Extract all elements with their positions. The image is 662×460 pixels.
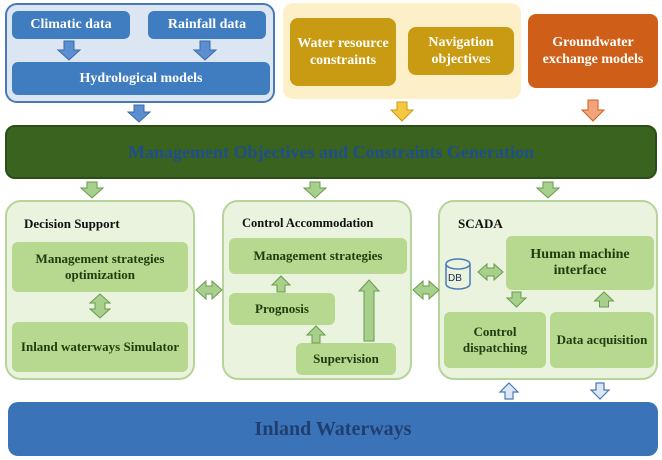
arrow-management-to-control (302, 181, 328, 199)
arrow-hydro-to-management (126, 104, 152, 123)
water-resource-constraints-box: Water resource constraints (290, 18, 396, 86)
control-accommodation-title: Control Accommodation (242, 216, 374, 230)
arrow-climatic-to-hydro (56, 40, 82, 61)
supervision-box: Supervision (296, 343, 396, 375)
arrow-management-to-scada (535, 181, 561, 199)
arrow-hmi-to-control (505, 291, 528, 308)
groundwater-exchange-models-box: Groundwater exchange models (528, 14, 658, 88)
prognosis-box: Prognosis (229, 293, 335, 325)
arrow-db-hmi (477, 262, 504, 282)
management-strategies-box: Management strategies (229, 238, 407, 274)
arrow-management-to-decision (79, 181, 105, 199)
db-label: DB (448, 273, 462, 284)
rainfall-data-box: Rainfall data (148, 11, 266, 39)
arrow-scada-to-waterways (589, 382, 611, 400)
decision-support-title: Decision Support (24, 216, 120, 231)
arrow-supervision-to-strategies (357, 279, 381, 342)
arrow-waterways-to-scada (498, 382, 520, 400)
arrow-decision-control (195, 279, 223, 301)
navigation-objectives-box: Navigation objectives (408, 27, 514, 75)
strategies-optimization-box: Management strategies optimization (12, 242, 188, 292)
arrow-prognosis-to-strategies (270, 275, 292, 293)
arrow-optimization-simulator (88, 293, 112, 319)
arrow-rainfall-to-hydro (192, 40, 218, 61)
arrow-groundwater-to-management (580, 99, 606, 122)
database-icon (445, 258, 471, 290)
inland-waterways-simulator-box: Inland waterways Simulator (12, 322, 188, 372)
arrow-objectives-to-management (389, 101, 415, 122)
scada-title: SCADA (458, 216, 503, 231)
inland-waterways-bar: Inland Waterways (8, 402, 658, 456)
hydrological-models-box: Hydrological models (12, 62, 270, 95)
control-dispatching-box: Control dispatching (444, 312, 546, 368)
data-acquisition-box: Data acquisition (550, 312, 654, 368)
management-objectives-bar: Management Objectives and Constraints Ge… (5, 125, 657, 179)
arrow-supervision-to-prognosis (305, 325, 327, 344)
climatic-data-box: Climatic data (12, 11, 130, 39)
arrow-acquisition-to-hmi (593, 291, 615, 308)
human-machine-interface-box: Human machine interface (506, 236, 654, 290)
arrow-control-scada (412, 279, 440, 301)
